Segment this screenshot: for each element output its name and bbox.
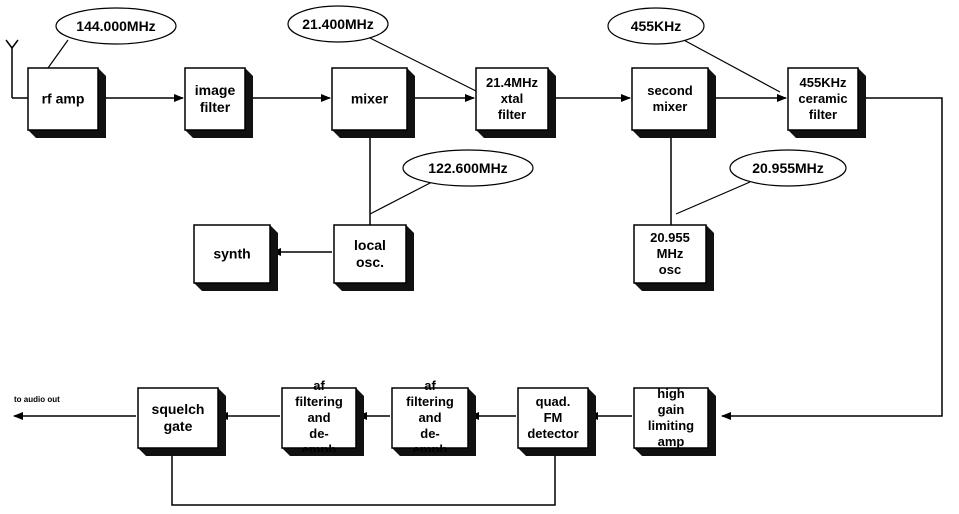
block-label-line: MHz: [657, 246, 684, 261]
block-label-line: filter: [809, 107, 837, 122]
block-label-line: detector: [527, 426, 578, 441]
block-label-line: emph: [413, 442, 448, 457]
block-face: [475, 67, 549, 131]
block-label-line: amp: [658, 434, 685, 449]
block-label-line: 20.955: [650, 230, 690, 245]
block-label-line: mixer: [653, 99, 688, 114]
block-label-line: osc: [659, 262, 681, 277]
freq-label-first-if: 21.400MHz: [302, 16, 374, 32]
block-label-line: quad.: [536, 394, 571, 409]
block-face: [137, 387, 219, 449]
freq-label-second-lo: 20.955MHz: [752, 160, 824, 176]
block-label-line: mixer: [351, 91, 389, 107]
block-label-line: high: [657, 386, 684, 401]
block-face: [787, 67, 859, 131]
block-label-line: gain: [658, 402, 685, 417]
blocks-layer: rf ampimagefiltermixer21.4MHzxtalfilters…: [27, 67, 866, 457]
block-label-line: local: [354, 237, 386, 253]
block-face: [633, 387, 709, 449]
block-face: [27, 67, 99, 131]
block-label-line: limiting: [648, 418, 694, 433]
freq-label-second-if: 455KHz: [631, 18, 682, 34]
block-label-line: xtal: [501, 91, 523, 106]
callout-second-if: 455KHz: [607, 7, 705, 45]
antenna-icon: [5, 39, 28, 99]
block-label-line: filter: [200, 99, 231, 115]
block-label-line: emph: [302, 442, 337, 457]
callout-first-if: 21.400MHz: [287, 5, 389, 43]
block-label-line: second: [647, 83, 693, 98]
block-face: [333, 224, 407, 284]
block-label-line: af: [313, 378, 325, 393]
block-face: [331, 67, 408, 131]
block-label-line: FM: [544, 410, 563, 425]
block-face: [631, 67, 709, 131]
wire-detector-squelch-feedback: [171, 450, 556, 506]
wire-ceramicfilter-highgainamp: [721, 97, 943, 420]
output-label: to audio out: [14, 395, 60, 404]
block-label-line: image: [195, 82, 236, 98]
block-face: [281, 387, 357, 449]
callout-lo: 122.600MHz: [402, 149, 534, 187]
block-label-line: de-: [309, 426, 329, 441]
block-label-line: rf amp: [42, 91, 85, 107]
block-label-line: osc.: [356, 254, 384, 270]
block-label-line: squelch: [152, 401, 205, 417]
block-face: [193, 224, 271, 284]
block-face: [517, 387, 589, 449]
block-face: [391, 387, 469, 449]
block-mixer: mixer: [331, 67, 415, 138]
block-synth: synth: [193, 224, 278, 291]
block-label-line: filtering: [295, 394, 343, 409]
block-label-line: ceramic: [798, 91, 847, 106]
callout-leaders: [47, 37, 781, 215]
block-label-line: de-: [420, 426, 440, 441]
block-face: [184, 67, 246, 131]
block-label-line: and: [307, 410, 330, 425]
freq-label-input: 144.000MHz: [76, 18, 155, 34]
block-label-line: synth: [213, 246, 250, 262]
block-face: [633, 224, 707, 284]
callout-second-lo: 20.955MHz: [729, 149, 847, 187]
block-rf-amp: rf amp: [27, 67, 106, 138]
block-label-line: gate: [164, 418, 193, 434]
callout-input: 144.000MHz: [55, 7, 177, 45]
block-label-line: 455KHz: [800, 75, 847, 90]
block-label-line: and: [418, 410, 441, 425]
block-label-line: filtering: [406, 394, 454, 409]
freq-label-lo: 122.600MHz: [428, 160, 507, 176]
block-label-line: filter: [498, 107, 526, 122]
block-label-line: 21.4MHz: [486, 75, 539, 90]
block-label-line: af: [424, 378, 436, 393]
